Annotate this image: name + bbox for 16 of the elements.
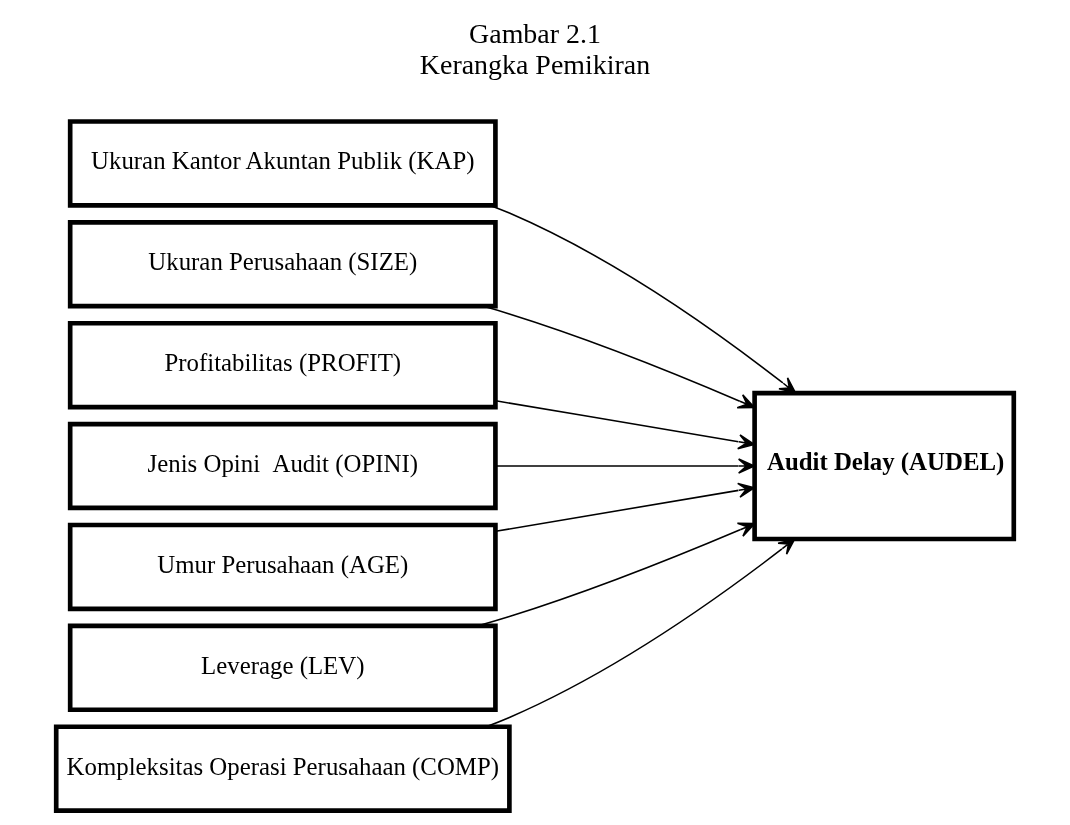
caption: Kerangka Pemikiran	[419, 49, 651, 81]
arrow	[494, 458, 755, 474]
node-box: Leverage (LEV)	[67, 623, 498, 713]
node-box: Jenis Opini Audit (OPINI)	[67, 421, 498, 511]
arrow	[477, 522, 756, 627]
arrow	[489, 204, 797, 394]
arrow	[494, 400, 755, 450]
node-box: Umur Perusahaan (AGE)	[67, 522, 498, 612]
diagram-title: Gambar 2.1	[469, 17, 601, 49]
node-box: Ukuran Kantor Akuntan Publik (KAP)	[67, 119, 498, 208]
arrow	[494, 482, 755, 533]
node-box: Audit Delay (AUDEL)	[752, 390, 1017, 542]
node-box: Kompleksitas Operasi Perusahaan (COMP)	[53, 724, 512, 813]
arrow	[485, 538, 796, 728]
node-box: Ukuran Perusahaan (SIZE)	[67, 220, 498, 309]
node-box: Profitabilitas (PROFIT)	[67, 320, 498, 410]
